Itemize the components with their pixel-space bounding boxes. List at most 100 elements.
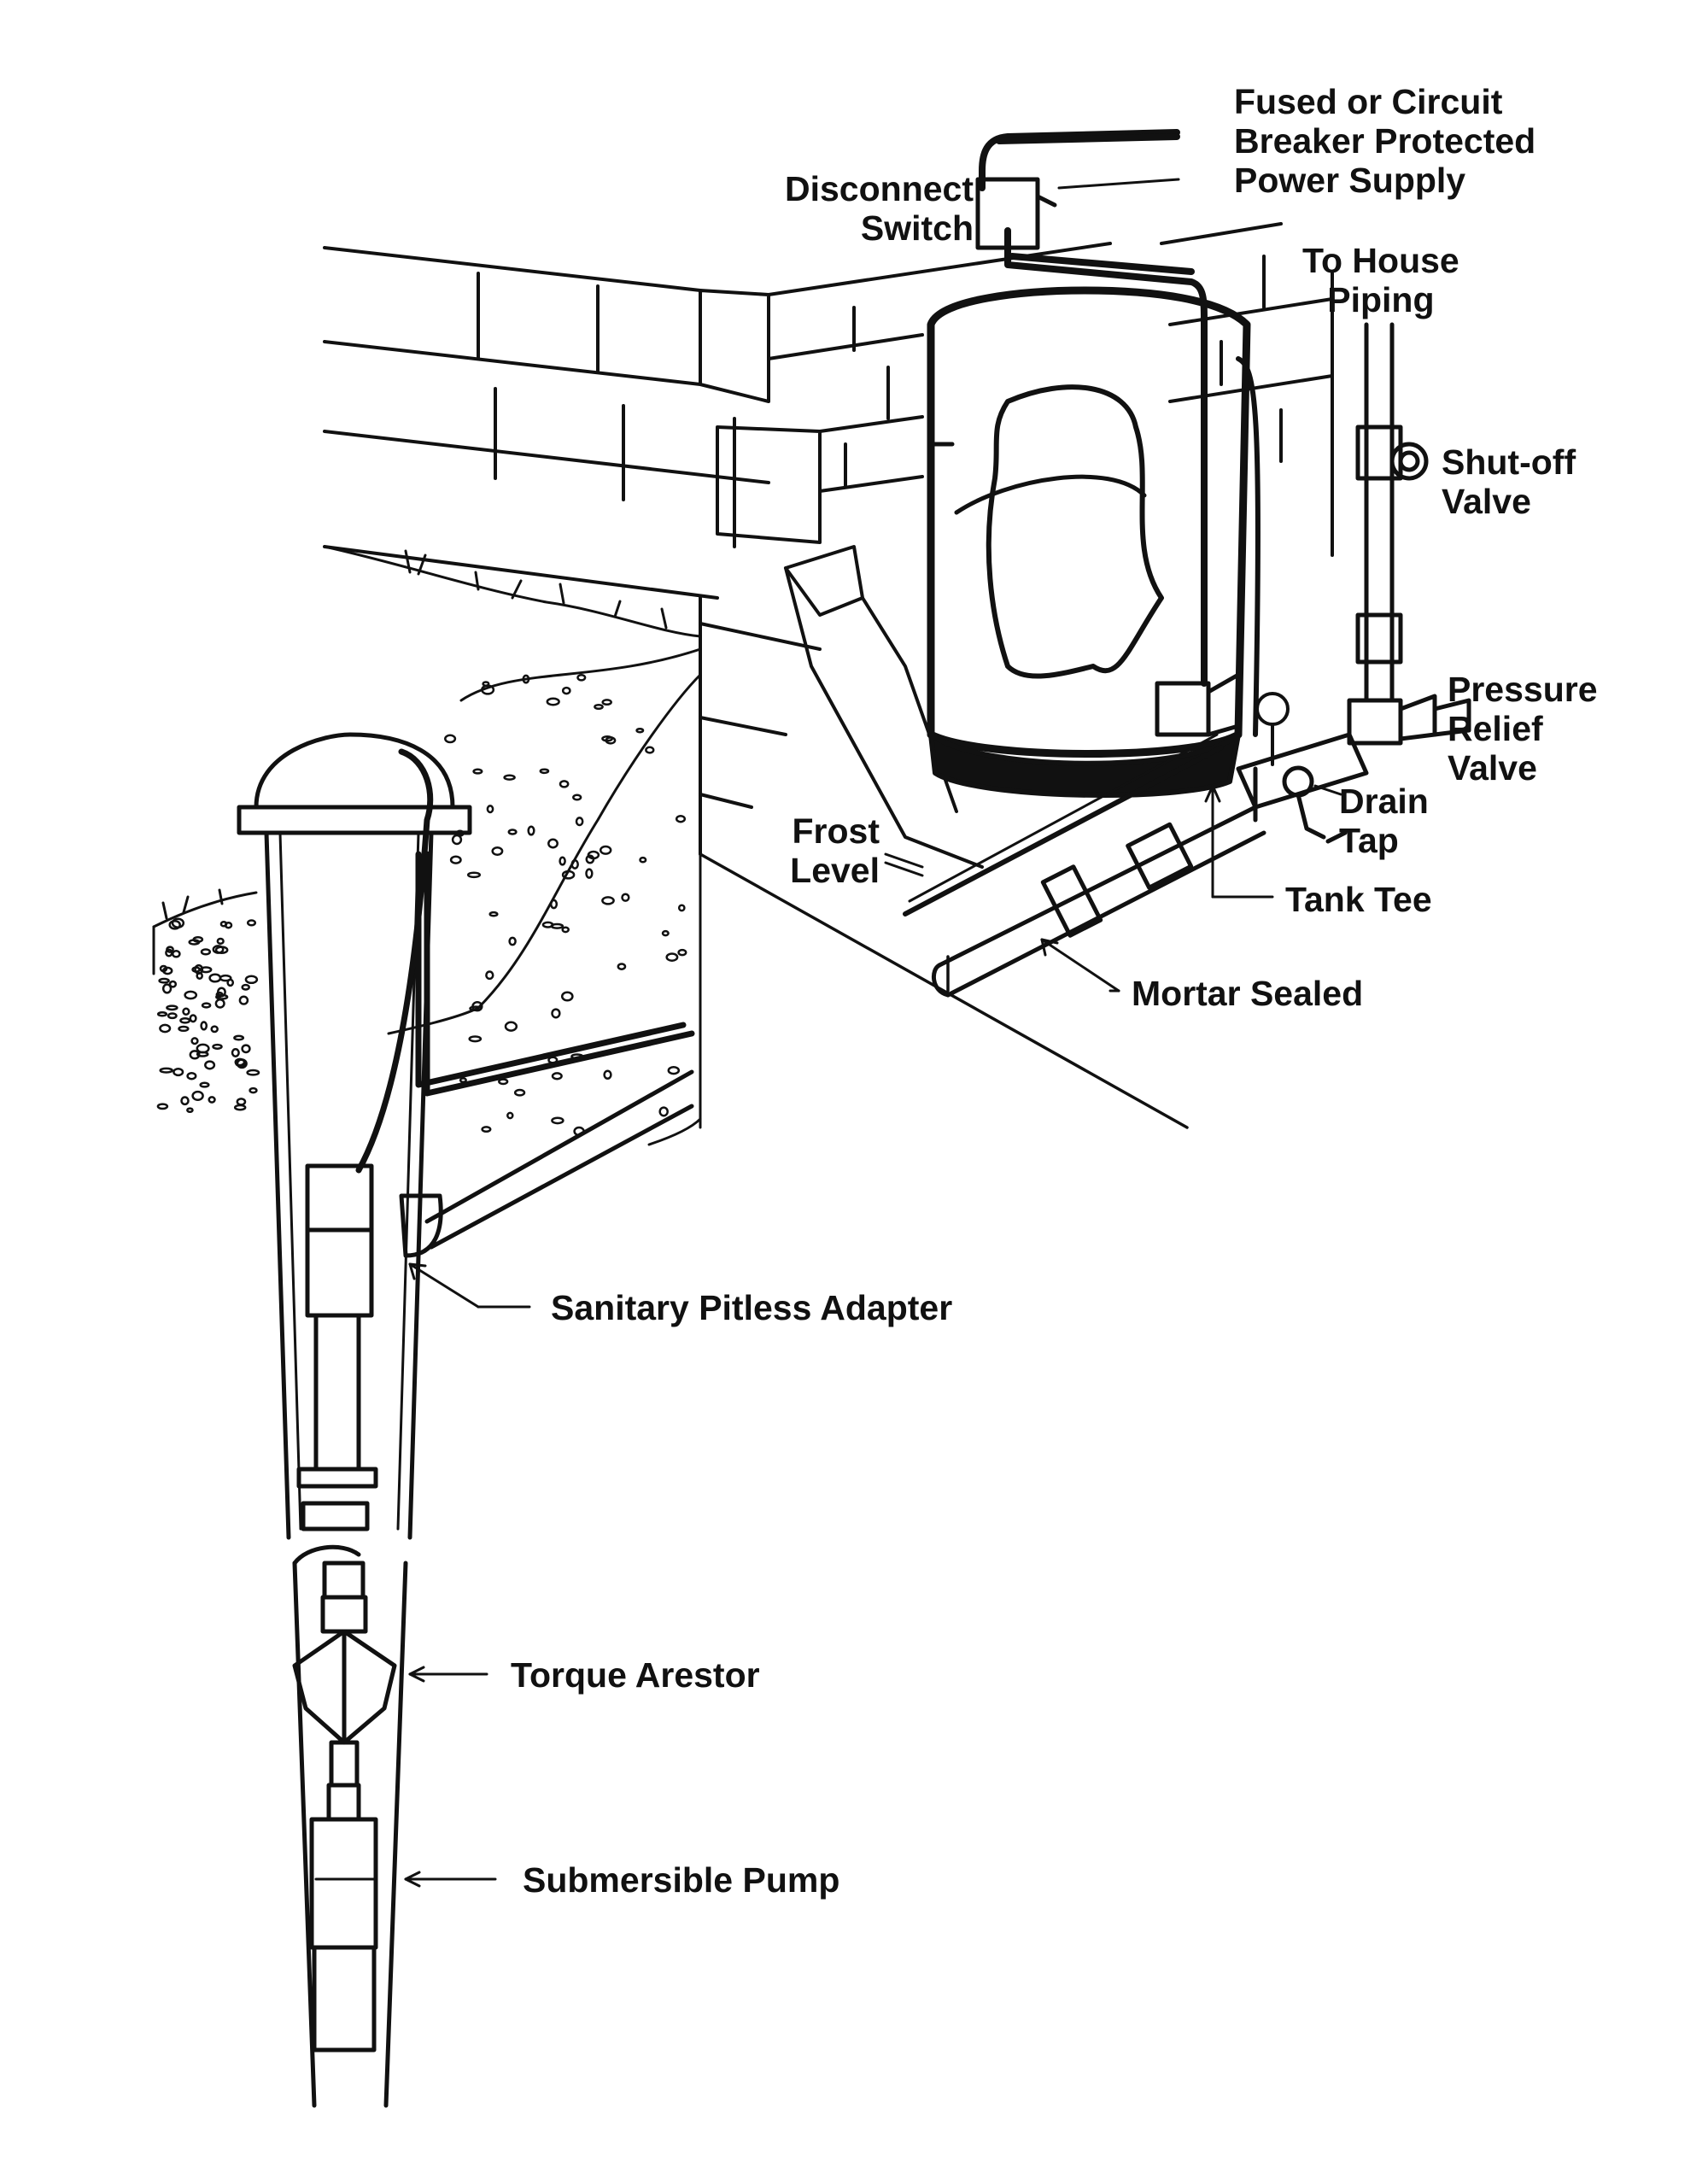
label-submersible-pump: Submersible Pump	[523, 1860, 840, 1900]
gravel-speck	[180, 1096, 190, 1106]
gravel-speck	[572, 794, 582, 801]
label-line: Relief	[1448, 709, 1543, 748]
gravel-speck	[249, 1086, 258, 1094]
label-pitless-adapter: Sanitary Pitless Adapter	[551, 1288, 953, 1327]
gravel-speck	[575, 817, 584, 827]
label-mortar-sealed: Mortar Sealed	[1132, 974, 1364, 1013]
label-line: Shut-off	[1442, 442, 1576, 482]
gravel-speck	[173, 1068, 184, 1077]
label-pressure-relief-valve: Pressure Relief Valve	[1448, 670, 1598, 788]
gravel-speck	[165, 948, 173, 958]
label-house-piping: To House Piping	[1302, 241, 1459, 319]
gravel-speck	[645, 746, 655, 754]
gravel-speck	[506, 1111, 514, 1120]
gravel-speck	[214, 999, 225, 1009]
disconnect-switch-box	[975, 177, 1180, 250]
label-line: Fused or Circuit	[1234, 82, 1503, 121]
gravel-speck	[212, 1043, 223, 1050]
label-line: Disconnect	[785, 169, 974, 208]
gravel-speck	[617, 963, 627, 970]
gravel-speck	[191, 966, 201, 973]
gravel-speck	[233, 1104, 247, 1111]
well-casing	[237, 732, 472, 2108]
gravel-speck	[244, 975, 259, 985]
gravel-speck	[159, 1067, 173, 1074]
gravel-speck	[184, 990, 198, 1000]
gravel-speck	[159, 1023, 172, 1034]
gravel-speck	[508, 936, 517, 946]
label-line: Power Supply	[1234, 161, 1466, 200]
gravel-speck	[639, 856, 647, 864]
label-line: Breaker Protected	[1234, 121, 1536, 161]
tank-tee-fittings	[1236, 732, 1369, 844]
gravel-speck	[182, 1007, 190, 1016]
gravel-speck	[658, 1106, 669, 1117]
gravel-speck	[576, 673, 587, 682]
gravel-speck	[200, 1021, 208, 1031]
label-drain-tap: Drain Tap	[1339, 782, 1429, 860]
gravel-speck	[677, 948, 687, 957]
gravel-speck	[190, 1037, 199, 1045]
gravel-speck	[171, 950, 181, 958]
gravel-speck	[188, 939, 201, 946]
gravel-speck	[527, 825, 535, 836]
gravel-speck	[166, 1004, 178, 1011]
gravel-speck	[191, 1090, 204, 1101]
leader-lines	[404, 784, 1342, 1888]
gravel-speck	[559, 780, 570, 788]
gravel-speck	[561, 926, 570, 934]
gravel-speck	[547, 838, 559, 849]
torque-arrestor	[292, 1561, 397, 1788]
gravel-speck	[216, 987, 226, 998]
label-shutoff-valve: Shut-off Valve	[1442, 442, 1576, 521]
gravel-speck	[194, 963, 204, 975]
gravel-speck	[208, 973, 222, 983]
gravel-speck	[236, 1098, 247, 1106]
gravel-speck	[559, 856, 566, 866]
gravel-speck	[199, 966, 213, 974]
gravel-speck	[599, 845, 612, 855]
gravel-speck	[468, 1035, 483, 1043]
label-line: Piping	[1327, 280, 1435, 319]
gravel-speck	[560, 991, 574, 1002]
gravel-speck	[561, 686, 571, 695]
gravel-speck	[522, 674, 530, 684]
gravel-speck	[498, 1078, 509, 1086]
gravel-speck	[513, 1088, 526, 1097]
gravel-speck	[661, 929, 670, 937]
gravel-speck	[204, 1060, 216, 1070]
gravel-speck	[491, 846, 504, 856]
gravel-speck	[189, 1050, 201, 1060]
power-cable	[979, 129, 1208, 687]
label-frost-level: Frost Level	[752, 811, 880, 890]
pressure-switch	[1155, 672, 1241, 737]
gravel-speck	[168, 980, 178, 988]
gravel-speck	[621, 893, 630, 902]
gravel-speck	[488, 911, 499, 917]
gravel-speck	[635, 727, 645, 734]
label-line: Switch	[860, 208, 974, 248]
gravel-speck	[451, 834, 463, 846]
gravel-speck	[214, 946, 229, 955]
gravel-speck	[196, 1051, 209, 1057]
gravel-speck	[482, 681, 490, 687]
gravel-speck	[459, 1077, 467, 1084]
gravel-speck	[186, 1107, 194, 1114]
gravel-speck	[186, 1071, 197, 1080]
grass-tufts	[161, 549, 668, 920]
gravel-dots	[156, 673, 687, 1137]
gravel-speck	[238, 995, 249, 1005]
label-disconnect-switch: Disconnect Switch	[760, 169, 974, 248]
gravel-speck	[246, 919, 257, 927]
gravel-speck	[189, 1014, 197, 1023]
house-piping	[1347, 322, 1471, 746]
gravel-speck	[231, 1048, 240, 1057]
label-line: Tap	[1339, 821, 1399, 860]
gravel-speck	[570, 858, 579, 870]
gravel-speck	[507, 829, 518, 835]
label-line: Frost	[792, 811, 880, 851]
gravel-speck	[444, 734, 457, 744]
label-tank-tee: Tank Tee	[1285, 880, 1432, 919]
gravel-speck	[550, 922, 564, 929]
gravel-speck	[168, 919, 181, 930]
